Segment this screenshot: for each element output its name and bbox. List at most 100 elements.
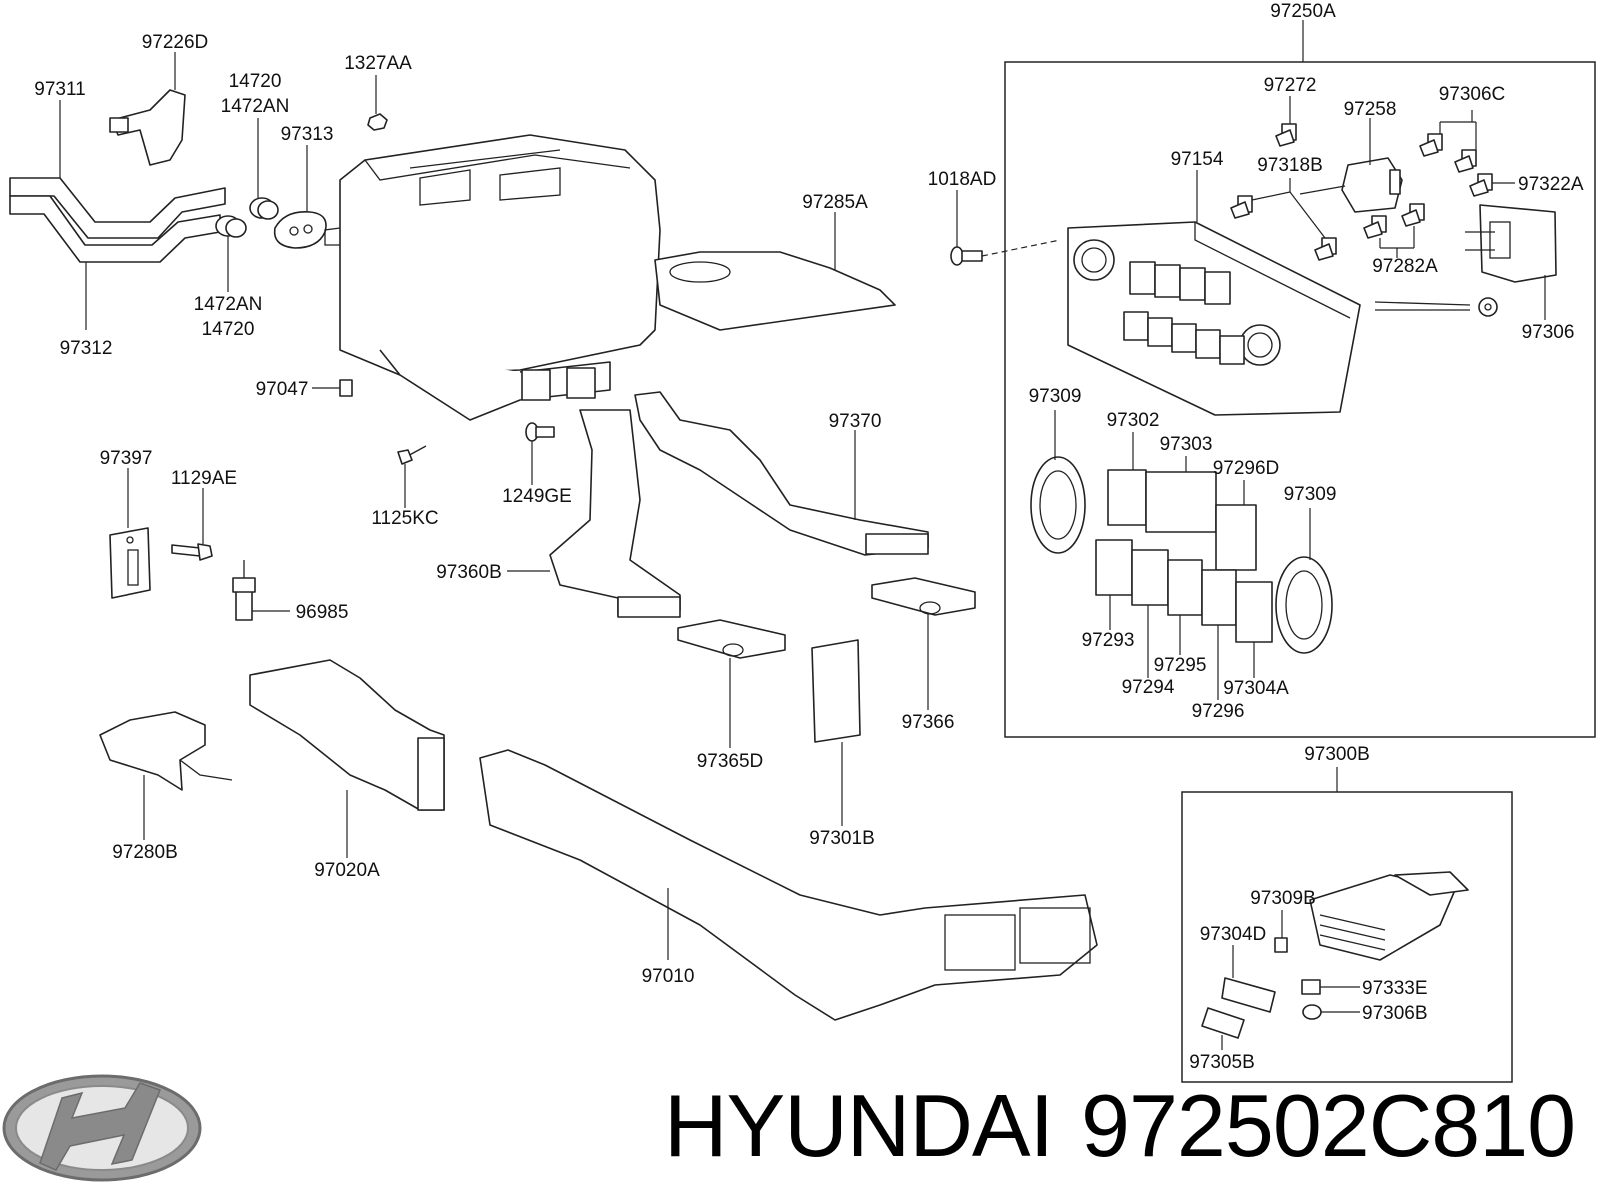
callout-label: 97294 bbox=[1122, 677, 1175, 698]
cable-terminal bbox=[1374, 297, 1498, 317]
callout-label: 97303 bbox=[1160, 434, 1213, 455]
duct-97020a bbox=[249, 659, 445, 811]
callout-label: 97306B bbox=[1362, 1003, 1428, 1024]
callout-label: 97154 bbox=[1171, 149, 1224, 170]
switch-97305b bbox=[1201, 1007, 1245, 1039]
control-faceplate bbox=[1067, 221, 1361, 416]
callout-label: 97300B bbox=[1304, 744, 1370, 765]
screw-1327aa bbox=[367, 113, 388, 131]
callout-label: 97306C bbox=[1439, 84, 1506, 105]
bracket-97226d bbox=[109, 89, 186, 166]
callout-label: 97296D bbox=[1213, 458, 1280, 479]
callout-label: 1472AN bbox=[221, 96, 290, 117]
filter-97301b bbox=[811, 639, 861, 743]
knob-left-97309 bbox=[1030, 456, 1086, 554]
callout-label: 97282A bbox=[1372, 256, 1438, 277]
heater-pipes bbox=[9, 177, 226, 263]
button-row-upper bbox=[1107, 469, 1257, 571]
callout-label: 97293 bbox=[1082, 630, 1135, 651]
callout-label: 97020A bbox=[314, 860, 380, 881]
duct-97360b bbox=[549, 409, 681, 618]
hyundai-logo bbox=[2, 1074, 202, 1182]
callout-label: 97304D bbox=[1200, 924, 1267, 945]
callout-label: 97258 bbox=[1344, 99, 1397, 120]
callout-label: 97305B bbox=[1189, 1052, 1255, 1073]
brand-name: HYUNDAI bbox=[664, 1076, 1054, 1175]
actuator-motor-97258 bbox=[1299, 157, 1403, 213]
bulb-97272 bbox=[1275, 123, 1297, 147]
callout-label: 97360B bbox=[436, 562, 502, 583]
callout-label: 97366 bbox=[902, 712, 955, 733]
callout-label: 97306 bbox=[1522, 322, 1575, 343]
module-cover bbox=[1309, 871, 1469, 961]
callout-label: 97280B bbox=[112, 842, 178, 863]
bolt-1018ad bbox=[950, 246, 983, 266]
bracket-97280b bbox=[99, 711, 233, 791]
grommet-97313 bbox=[273, 211, 327, 249]
bulb-97322a bbox=[1469, 173, 1493, 197]
callout-label: 97309 bbox=[1284, 484, 1337, 505]
callout-label: 97333E bbox=[1362, 978, 1428, 999]
callout-label: 97312 bbox=[60, 338, 113, 359]
callout-label: 97311 bbox=[34, 79, 85, 100]
knob-97309b bbox=[1274, 937, 1288, 953]
callout-labels: 97250A 97226D 97311 14720 1472AN 1327AA … bbox=[34, 1, 1584, 1073]
callout-label: 97302 bbox=[1107, 410, 1160, 431]
duct-97010 bbox=[479, 749, 1098, 1021]
callout-label: 97285A bbox=[802, 192, 868, 213]
sensor-96985 bbox=[232, 560, 256, 621]
callout-label: 97397 bbox=[100, 448, 153, 469]
bulb-97282a bbox=[1363, 203, 1425, 239]
switch-97304d bbox=[1221, 977, 1276, 1013]
callout-label: 97309B bbox=[1250, 888, 1316, 909]
callout-label: 1327AA bbox=[344, 53, 412, 74]
callout-label: 97272 bbox=[1264, 75, 1317, 96]
callout-label: 97318B bbox=[1257, 155, 1323, 176]
callout-label: 97304A bbox=[1223, 678, 1289, 699]
control-module-box bbox=[1181, 791, 1513, 1083]
callout-label: 1018AD bbox=[928, 169, 997, 190]
bulb-97306c bbox=[1419, 133, 1477, 173]
callout-label: 97295 bbox=[1154, 655, 1207, 676]
part-97333e bbox=[1301, 979, 1321, 995]
callout-label: 97010 bbox=[642, 966, 695, 987]
callout-label: 97309 bbox=[1029, 386, 1082, 407]
callout-label: 97226D bbox=[142, 32, 209, 53]
callout-label: 97250A bbox=[1270, 1, 1336, 22]
bulb-97318b bbox=[1230, 195, 1337, 261]
switch-module-97306 bbox=[1465, 204, 1557, 283]
callout-label: 97301B bbox=[809, 828, 875, 849]
callout-label: 97296 bbox=[1192, 701, 1245, 722]
callout-label: 97313 bbox=[281, 124, 334, 145]
button-row-lower bbox=[1095, 539, 1273, 643]
callout-label: 97322A bbox=[1518, 174, 1584, 195]
screw-1125kc bbox=[397, 445, 427, 465]
callout-label: 97365D bbox=[697, 751, 764, 772]
callout-label: 14720 bbox=[202, 319, 255, 340]
duct-97370 bbox=[634, 391, 929, 556]
callout-label: 1249GE bbox=[502, 486, 572, 507]
callout-label: 97370 bbox=[829, 411, 882, 432]
vent-97365d bbox=[677, 619, 786, 659]
bolt-1129ae bbox=[171, 543, 213, 561]
callout-label: 1472AN bbox=[194, 294, 263, 315]
vent-97366 bbox=[871, 577, 976, 616]
clip-97047 bbox=[339, 379, 353, 397]
control-panel-assembly-box bbox=[1004, 61, 1596, 738]
callout-label: 97047 bbox=[256, 379, 309, 400]
callout-label: 14720 bbox=[229, 71, 282, 92]
heater-housing bbox=[324, 134, 661, 421]
clamp-lower bbox=[215, 215, 247, 238]
part-number: 972502C810 bbox=[1081, 1076, 1576, 1175]
callout-label: 96985 bbox=[296, 602, 349, 623]
callout-label: 1125KC bbox=[371, 508, 438, 529]
clamp-upper bbox=[249, 197, 279, 220]
knob-right-97309 bbox=[1275, 556, 1333, 654]
callout-label: 1129AE bbox=[171, 468, 237, 489]
duct-97285a bbox=[654, 251, 896, 331]
sensor-bracket-97397 bbox=[109, 527, 151, 599]
bolt-1249ge bbox=[525, 422, 555, 442]
bulb-97306b bbox=[1302, 1004, 1322, 1020]
